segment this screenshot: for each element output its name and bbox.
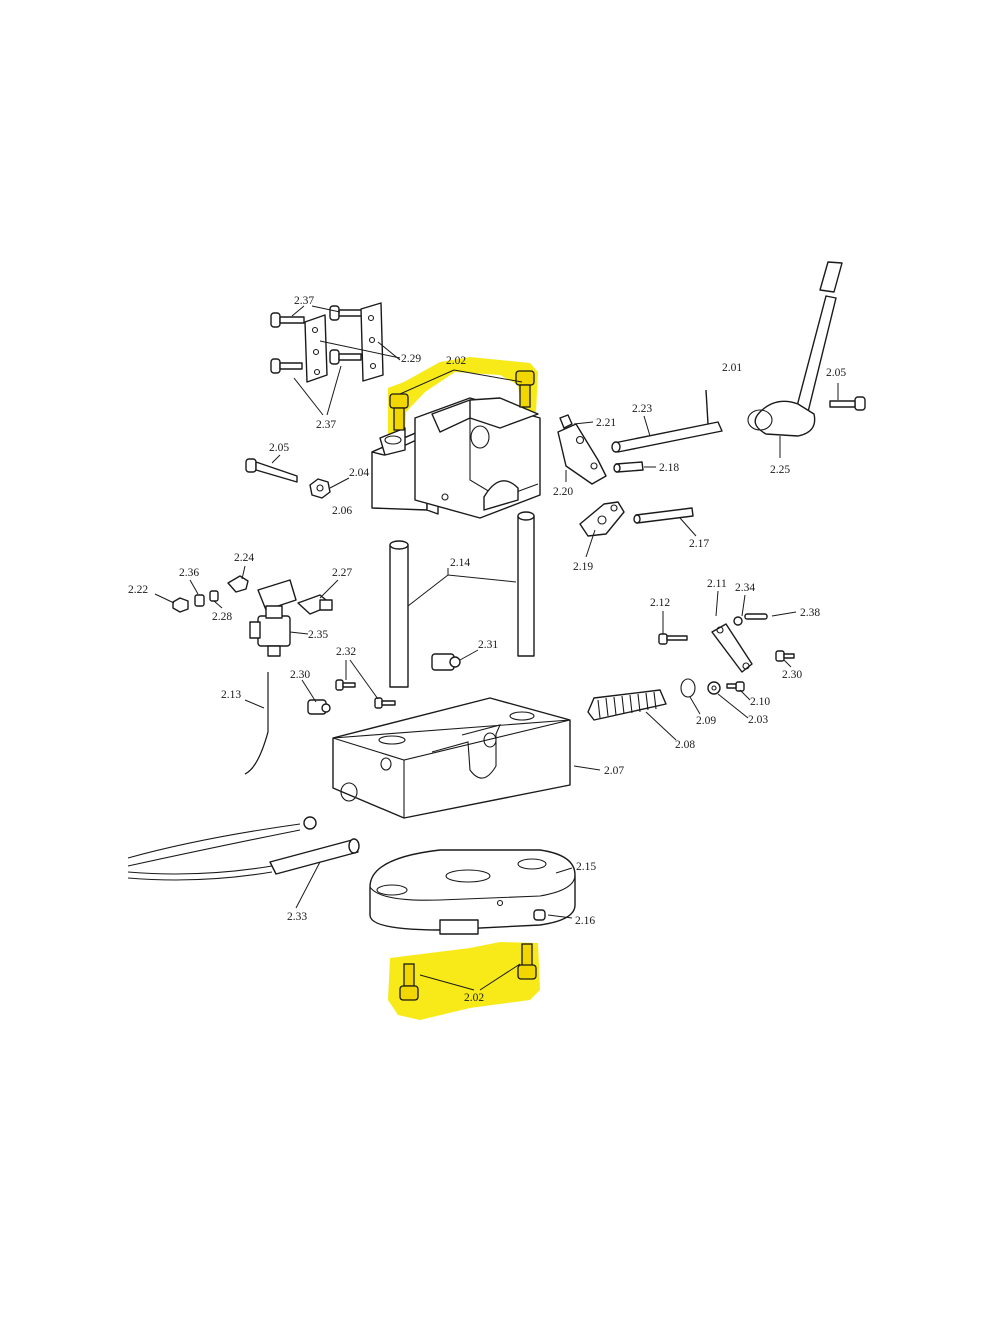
screw-2-30-right (775, 650, 795, 662)
callout-2-29: 2.29 (401, 353, 421, 365)
callout-2-20: 2.20 (553, 486, 573, 498)
tube-2-13 (244, 672, 269, 775)
pin-2-17 (633, 507, 694, 524)
callout-2-13: 2.13 (221, 689, 241, 701)
screw-2-12 (658, 633, 688, 645)
callout-2-09: 2.09 (696, 715, 716, 727)
callout-2-06: 2.06 (332, 505, 352, 517)
screw-2-10 (726, 681, 745, 692)
callout-2-14: 2.14 (450, 557, 470, 569)
leader-lines (154, 305, 839, 991)
callout-2-34: 2.34 (735, 582, 755, 594)
fittings-left (172, 575, 249, 613)
callout-2-03: 2.03 (748, 714, 768, 726)
switch-2-30-left (307, 699, 331, 715)
valve-2-35 (249, 579, 297, 657)
bolts-2-37 (270, 305, 364, 374)
cam-2-19 (579, 501, 625, 537)
callout-2-28: 2.28 (212, 611, 232, 623)
callout-2-10: 2.10 (750, 696, 770, 708)
callout-2-12: 2.12 (650, 597, 670, 609)
callout-2-37-bottom: 2.37 (316, 419, 336, 431)
callout-2-22: 2.22 (128, 584, 148, 596)
o-ring-2-09 (680, 678, 696, 698)
pin-2-18 (613, 461, 644, 473)
upper-block-2-06 (371, 397, 541, 519)
handle-2-25 (747, 261, 843, 437)
callout-2-15: 2.15 (576, 861, 596, 873)
callout-2-37-top: 2.37 (294, 295, 314, 307)
callout-2-33: 2.33 (287, 911, 307, 923)
callout-2-31: 2.31 (478, 639, 498, 651)
highlight-bottom (388, 942, 540, 1020)
callout-2-02-bottom: 2.02 (464, 992, 484, 1004)
cap-screws-2-02-top (389, 370, 535, 431)
callout-2-25: 2.25 (770, 464, 790, 476)
callout-2-21: 2.21 (596, 417, 616, 429)
callout-2-02-top: 2.02 (446, 355, 466, 367)
callout-2-05-left: 2.05 (269, 442, 289, 454)
pin-2-38 (744, 613, 768, 620)
spring-2-08 (587, 689, 667, 721)
callout-2-05-right: 2.05 (826, 367, 846, 379)
screws-2-32 (335, 679, 396, 709)
callout-2-32: 2.32 (336, 646, 356, 658)
bushing-2-16 (533, 909, 546, 921)
pin-2-23 (611, 421, 723, 453)
callout-2-17: 2.17 (689, 538, 709, 550)
callout-2-23: 2.23 (632, 403, 652, 415)
bolt-2-05-left (245, 458, 298, 483)
base-block-2-07 (332, 697, 571, 819)
nut-2-04 (309, 478, 331, 499)
callout-2-11: 2.11 (707, 578, 727, 590)
callout-2-38: 2.38 (800, 607, 820, 619)
washer-2-03 (707, 681, 721, 695)
callout-labels: 2.37 2.29 2.37 2.02 2.01 2.05 2.21 2.23 … (128, 295, 846, 1004)
callout-2-07: 2.07 (604, 765, 624, 777)
callout-2-36: 2.36 (179, 567, 199, 579)
callout-2-30-left: 2.30 (290, 669, 310, 681)
callout-2-19: 2.19 (573, 561, 593, 573)
heater-2-33 (127, 816, 360, 881)
callout-2-30-right: 2.30 (782, 669, 802, 681)
callout-2-24: 2.24 (234, 552, 254, 564)
callout-2-01: 2.01 (722, 362, 742, 374)
callout-2-35: 2.35 (308, 629, 328, 641)
callout-2-16: 2.16 (575, 915, 595, 927)
columns-2-14 (389, 511, 535, 688)
bolt-2-05-right (829, 396, 866, 411)
plates-2-29 (304, 302, 384, 383)
rod-2-01 (705, 389, 709, 425)
fitting-2-27 (297, 594, 333, 615)
callout-2-04: 2.04 (349, 467, 369, 479)
callout-2-08: 2.08 (675, 739, 695, 751)
switch-2-31 (431, 653, 461, 671)
callout-2-18: 2.18 (659, 462, 679, 474)
cap-screws-2-02-bottom (399, 943, 537, 1001)
nut-2-34 (733, 616, 743, 626)
callout-2-27: 2.27 (332, 567, 352, 579)
link-2-11 (711, 623, 753, 673)
plate-2-15 (369, 849, 576, 935)
